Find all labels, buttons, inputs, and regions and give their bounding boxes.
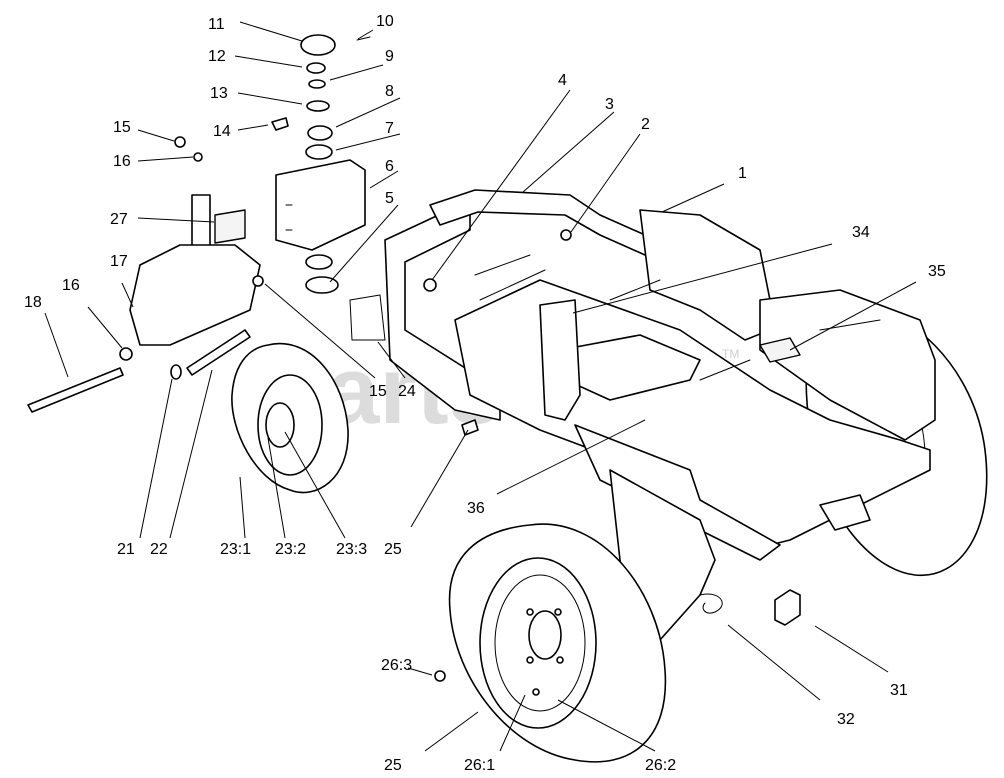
callout-15-upper: 15	[113, 119, 131, 136]
callout-31: 27	[110, 211, 128, 228]
callout-23-2: 23:2	[275, 541, 306, 558]
callout-33: 32	[837, 711, 855, 728]
callout-22: 22	[150, 541, 168, 558]
callout-5: 5	[385, 190, 394, 207]
watermark-trademark: TM	[722, 347, 739, 361]
callout-16-upper: 16	[113, 153, 131, 170]
callout-11: 11	[208, 16, 225, 33]
callout-2: 2	[641, 116, 650, 133]
callout-9: 9	[385, 48, 394, 65]
callout-4: 4	[558, 72, 567, 89]
callout-24: 24	[398, 383, 416, 400]
callout-26-1: 25	[384, 757, 402, 774]
callout-16-lower: 16	[62, 277, 80, 294]
callout-13: 13	[210, 85, 228, 102]
callout-35: 35	[928, 263, 946, 280]
caster-fork-assembly	[27, 34, 386, 413]
callout-27: 26:3	[381, 657, 412, 674]
callout-3: 3	[605, 96, 614, 113]
callout-15-lower: 15	[369, 383, 387, 400]
callout-26-3: 26:2	[645, 757, 676, 774]
callout-10: 10	[376, 13, 394, 30]
callout-8: 8	[385, 83, 394, 100]
callout-25: 25	[384, 541, 402, 558]
callout-23-1: 23:1	[220, 541, 251, 558]
callout-23-3: 23:3	[336, 541, 367, 558]
callout-26-2: 26:1	[464, 757, 495, 774]
callout-36: 36	[467, 500, 485, 517]
leader-lines	[44, 21, 917, 752]
caster-wheel	[231, 342, 349, 494]
main-frame	[384, 189, 936, 641]
callout-34: 34	[852, 224, 870, 241]
rear-wheel-left	[434, 523, 667, 763]
callout-labels: 11 12 13 14 15 16 27 17 16 18 21 22 23:1…	[24, 13, 946, 774]
callout-18: 18	[24, 294, 42, 311]
callout-21: 21	[117, 541, 135, 558]
callout-17: 17	[110, 253, 128, 270]
callout-1: 1	[738, 165, 747, 182]
callout-12: 12	[208, 48, 226, 65]
callout-6: 6	[385, 158, 394, 175]
callout-7: 7	[385, 120, 394, 137]
callout-14: 14	[213, 123, 231, 140]
callout-32: 31	[890, 682, 908, 699]
